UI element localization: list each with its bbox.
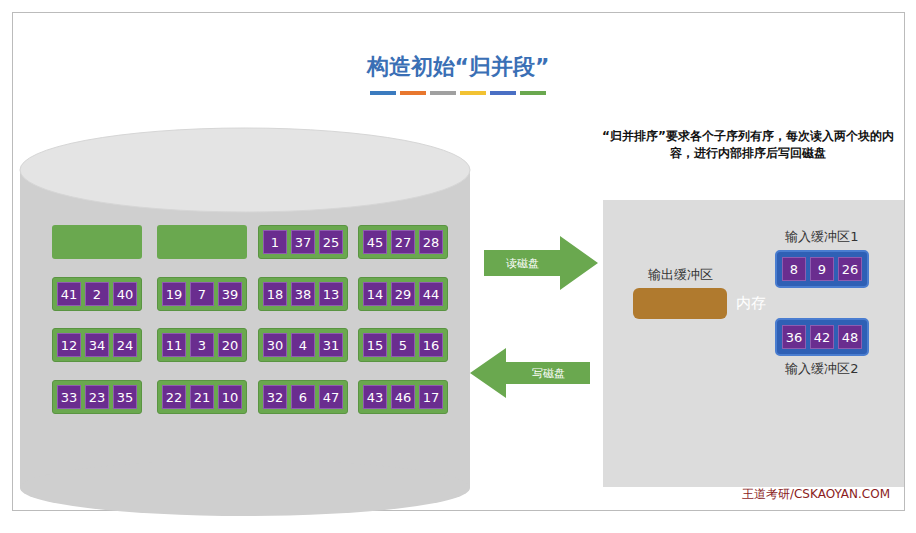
record-key: 35 (113, 385, 137, 409)
color-bar (370, 91, 546, 95)
record-key: 3 (190, 333, 214, 357)
record-key: 2 (85, 282, 109, 306)
record-key: 31 (319, 333, 343, 357)
buffer-heading: 输入缓冲区1 (775, 228, 869, 246)
record-key: 46 (391, 385, 415, 409)
arrow-label: 写磁盘 (506, 366, 590, 382)
disk-block: 32647 (258, 380, 348, 414)
record-key: 15 (363, 333, 387, 357)
buffer-heading: 输出缓冲区 (633, 266, 727, 284)
record-key: 47 (319, 385, 343, 409)
disk-block: 15516 (358, 328, 448, 362)
input-buffer: 输入缓冲区1 8926 (775, 228, 869, 288)
empty-block (157, 225, 247, 259)
record-key: 6 (291, 385, 315, 409)
record-key: 32 (263, 385, 287, 409)
record-key: 7 (190, 282, 214, 306)
record-key: 4 (291, 333, 315, 357)
record-key: 14 (363, 282, 387, 306)
record-key: 43 (363, 385, 387, 409)
record-key: 11 (162, 333, 186, 357)
disk-block: 30431 (258, 328, 348, 362)
record-key: 39 (218, 282, 242, 306)
record-key: 13 (319, 282, 343, 306)
record-key: 38 (291, 282, 315, 306)
record-key: 33 (57, 385, 81, 409)
output-buffer: 输出缓冲区 (633, 266, 727, 319)
record-key: 1 (263, 230, 287, 254)
record-key: 26 (838, 257, 862, 281)
record-key: 8 (782, 257, 806, 281)
input-buffer: 364248 输入缓冲区2 (775, 318, 869, 378)
disk-block: 142944 (358, 277, 448, 311)
disk-block: 222110 (157, 380, 247, 414)
disk-cylinder (20, 128, 470, 516)
buffer-heading: 输入缓冲区2 (775, 360, 869, 378)
disk-block: 123424 (52, 328, 142, 362)
disk-block: 11320 (157, 328, 247, 362)
record-key: 44 (419, 282, 443, 306)
record-key: 34 (85, 333, 109, 357)
record-key: 16 (419, 333, 443, 357)
record-key: 5 (391, 333, 415, 357)
disk-block: 434617 (358, 380, 448, 414)
read-arrow (484, 236, 598, 290)
record-key: 22 (162, 385, 186, 409)
memory-panel: 内存输出缓冲区 输入缓冲区1 8926 364248 输入缓冲区2 (603, 200, 904, 487)
buffer-box (633, 288, 727, 319)
frame (13, 13, 905, 511)
record-key: 25 (319, 230, 343, 254)
record-key: 18 (263, 282, 287, 306)
disk-block: 183813 (258, 277, 348, 311)
record-key: 29 (391, 282, 415, 306)
title: 构造初始“归并段” (0, 52, 916, 82)
buffer-box: 8926 (775, 250, 869, 288)
buffer-box: 364248 (775, 318, 869, 356)
disk-block: 452728 (358, 225, 448, 259)
record-key: 20 (218, 333, 242, 357)
memory-label: 内存 (736, 294, 766, 313)
footer: 王道考研/CSKAOYAN.COM (660, 486, 890, 503)
record-key: 19 (162, 282, 186, 306)
arrow-label: 读磁盘 (484, 256, 560, 272)
disk-block: 41240 (52, 277, 142, 311)
record-key: 37 (291, 230, 315, 254)
empty-block (52, 225, 142, 259)
disk-block: 332335 (52, 380, 142, 414)
disk-block: 19739 (157, 277, 247, 311)
record-key: 24 (113, 333, 137, 357)
record-key: 27 (391, 230, 415, 254)
record-key: 9 (810, 257, 834, 281)
record-key: 40 (113, 282, 137, 306)
record-key: 23 (85, 385, 109, 409)
record-key: 30 (263, 333, 287, 357)
record-key: 21 (190, 385, 214, 409)
record-key: 17 (419, 385, 443, 409)
record-key: 45 (363, 230, 387, 254)
disk-block: 13725 (258, 225, 348, 259)
record-key: 42 (810, 325, 834, 349)
record-key: 36 (782, 325, 806, 349)
record-key: 41 (57, 282, 81, 306)
record-key: 48 (838, 325, 862, 349)
note: “归并排序”要求各个子序列有序，每次读入两个块的内容，进行内部排序后写回磁盘 (598, 128, 898, 163)
record-key: 12 (57, 333, 81, 357)
record-key: 28 (419, 230, 443, 254)
write-arrow (470, 348, 590, 398)
record-key: 10 (218, 385, 242, 409)
